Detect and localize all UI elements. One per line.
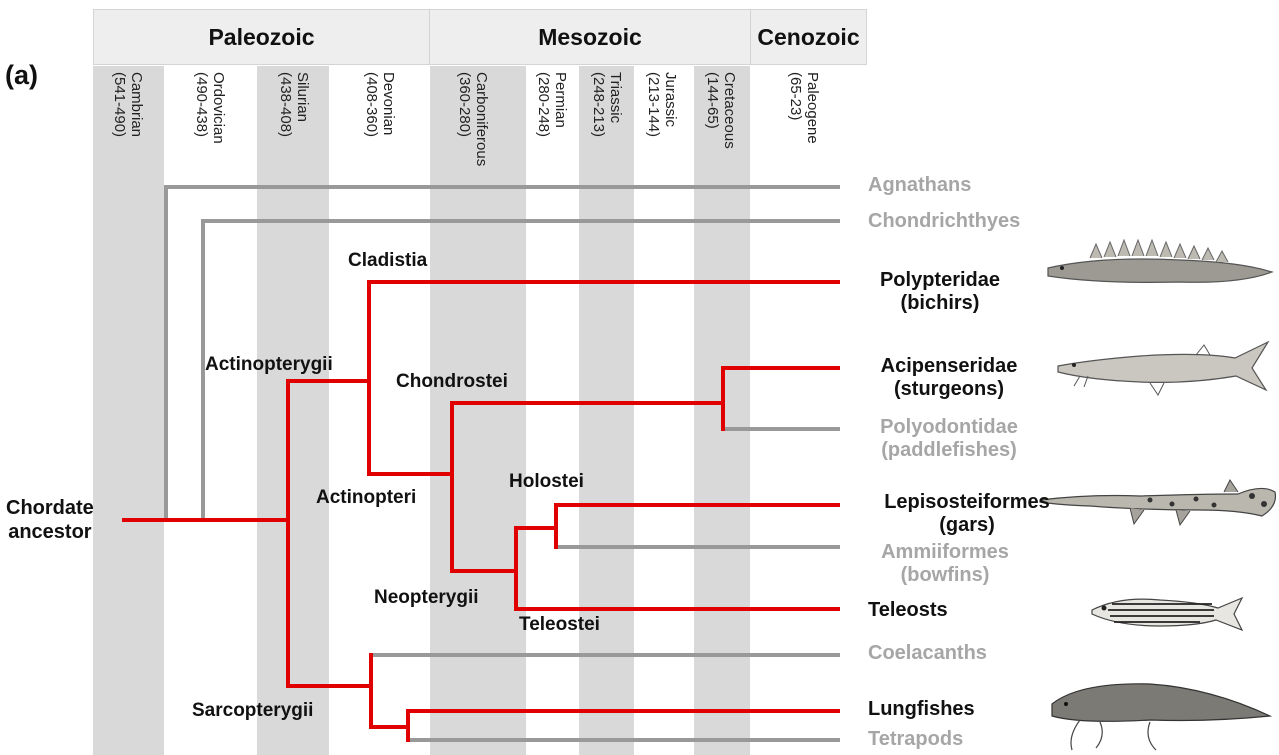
taxon-label-lungfishes: Lungfishes — [868, 698, 975, 721]
zebrafish-icon — [1092, 598, 1242, 630]
taxon-label-agnathans: Agnathans — [868, 174, 971, 197]
taxon-label-chondrichthyes: Chondrichthyes — [868, 210, 1020, 233]
clade-label-actinopteri: Actinopteri — [316, 487, 416, 509]
taxon-label-polyodontidae: Polyodontidae (paddlefishes) — [864, 416, 1034, 462]
clade-label-neopterygii: Neopterygii — [374, 587, 479, 609]
clade-label-holostei: Holostei — [509, 471, 584, 493]
taxon-label-tetrapods: Tetrapods — [868, 728, 963, 751]
taxon-label-ammiiformes: Ammiiformes (bowfins) — [864, 541, 1026, 587]
branch-sarcopterygii-split — [371, 655, 408, 727]
taxon-label-acipenseridae: Acipenseridae (sturgeons) — [866, 355, 1032, 401]
branch-lepisosteiformes — [556, 505, 838, 547]
sturgeon-icon — [1058, 342, 1268, 395]
clade-label-chondrostei: Chondrostei — [396, 371, 508, 393]
taxon-label-teleosts: Teleosts — [868, 599, 948, 622]
bichir-icon — [1048, 240, 1272, 282]
gar-icon — [1040, 480, 1275, 525]
clade-label-cladistia: Cladistia — [348, 250, 427, 272]
taxon-label-lepisosteiformes: Lepisosteiformes (gars) — [866, 491, 1068, 537]
clade-label-sarcopterygii: Sarcopterygii — [192, 700, 313, 722]
lungfish-icon — [1052, 684, 1270, 750]
panel-label: (a) — [5, 60, 38, 91]
taxon-label-coelacanths: Coelacanths — [868, 642, 987, 665]
branch-acipenseridae — [723, 368, 838, 429]
root-label: Chordate ancestor — [6, 496, 94, 544]
branch-lungfishes — [408, 711, 838, 740]
clade-label-actinopterygii: Actinopterygii — [205, 354, 333, 376]
clade-label-teleostei: Teleostei — [519, 614, 600, 636]
taxon-label-polypteridae: Polypteridae (bichirs) — [866, 269, 1014, 315]
